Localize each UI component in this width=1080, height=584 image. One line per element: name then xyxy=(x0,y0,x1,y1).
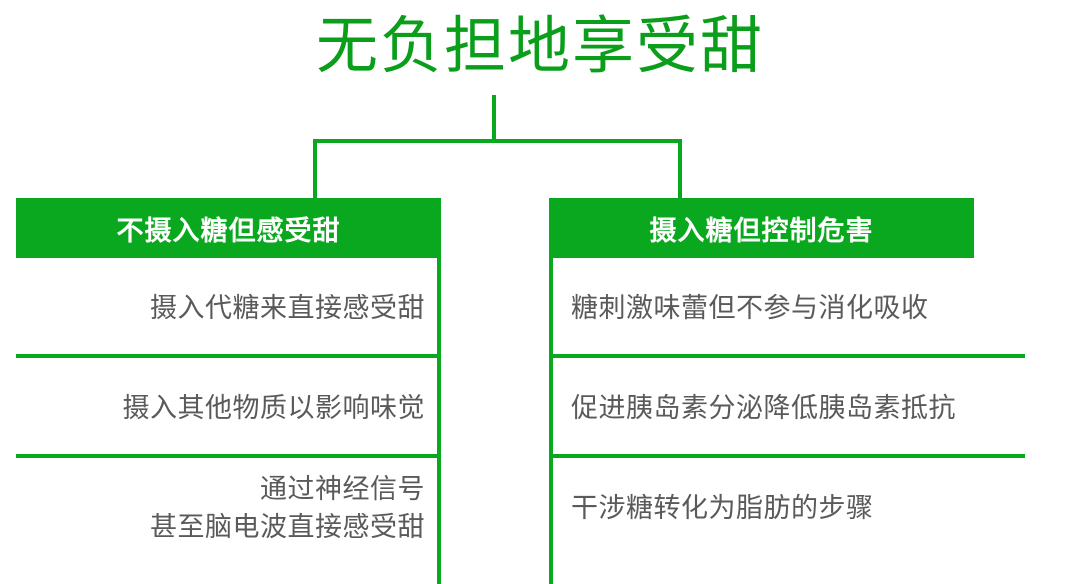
branch-items-right: 糖刺激味蕾但不参与消化吸收 促进胰岛素分泌降低胰岛素抵抗 干涉糖转化为脂肪的步骤 xyxy=(549,258,1025,558)
connector-drop-left xyxy=(313,139,317,199)
connector-horizontal-bar xyxy=(313,139,682,143)
branch-items-left: 摄入代糖来直接感受甜 摄入其他物质以影响味觉 通过神经信号 甚至脑电波直接感受甜 xyxy=(16,258,441,558)
connector-stem xyxy=(492,95,496,143)
list-item: 促进胰岛素分泌降低胰岛素抵抗 xyxy=(549,358,1025,458)
branch-header-left: 不摄入糖但感受甜 xyxy=(16,198,441,258)
branch-header-right: 摄入糖但控制危害 xyxy=(549,198,974,258)
connector-drop-right xyxy=(678,139,682,199)
list-item: 糖刺激味蕾但不参与消化吸收 xyxy=(549,258,1025,358)
list-item: 通过神经信号 甚至脑电波直接感受甜 xyxy=(150,474,425,542)
branch-spine-left xyxy=(437,198,441,584)
list-item: 摄入其他物质以影响味觉 xyxy=(16,358,441,458)
branch-column-right: 摄入糖但控制危害 糖刺激味蕾但不参与消化吸收 促进胰岛素分泌降低胰岛素抵抗 干涉… xyxy=(549,198,1025,584)
page-title: 无负担地享受甜 xyxy=(315,12,764,81)
list-item: 摄入代糖来直接感受甜 xyxy=(16,258,441,358)
list-item: 干涉糖转化为脂肪的步骤 xyxy=(571,493,874,523)
branch-spine-right xyxy=(549,198,553,584)
branch-column-left: 不摄入糖但感受甜 摄入代糖来直接感受甜 摄入其他物质以影响味觉 通过神经信号 甚… xyxy=(16,198,441,584)
